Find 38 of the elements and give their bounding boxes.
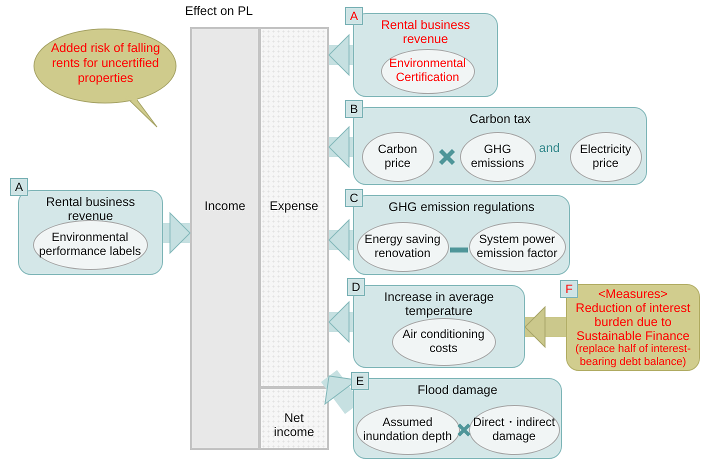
panel-heading: Rental business revenue [380,18,471,47]
factor-oval: GHG emissions [460,132,536,182]
expense-column: Expense [259,27,329,388]
block-arrow [328,220,353,260]
factor-oval: Direct・indirect damage [468,404,560,454]
measures-panel [566,284,700,371]
factor-oval: Carbon price [362,132,434,182]
factor-oval: System power emission factor [468,222,566,272]
panel-heading: Flood damage [416,383,498,398]
factor-oval: Environmental Certification [380,48,474,94]
factor-oval: Air conditioning costs [392,318,496,366]
letter-tag: C [345,189,363,207]
panel-heading: GHG emission regulations [388,200,536,214]
letter-tag: E [351,372,369,390]
panel-heading: Carbon tax [468,112,532,126]
conjunction-text: and [539,141,560,155]
panel-heading: Increase in average temperature [383,290,495,319]
income-column: Income [190,27,260,450]
letter-tag: A [345,7,363,25]
factor-oval: Electricity price [570,132,642,182]
letter-tag: A [10,178,28,196]
letter-tag: B [345,100,363,118]
block-arrow [328,34,353,76]
callout-text: Added risk of falling rents for uncertified properties [50,41,162,86]
note-text: (replace half of interest-bearing debt balance) [574,343,692,368]
block-arrow [328,126,353,168]
block-arrow [524,306,566,348]
letter-tag: F [560,280,578,298]
block-arrow [328,302,353,342]
letter-tag: D [347,278,365,296]
factor-oval: Assumed inundation depth [356,404,460,454]
block-arrow [163,212,190,254]
factor-panel [353,378,562,459]
factor-oval: Environmental performance labels [32,220,148,270]
page-title: Effect on PL [185,4,253,18]
factor-panel [18,190,163,275]
factor-oval: Energy saving renovation [356,222,448,272]
net-income-column: Net income [259,387,329,450]
